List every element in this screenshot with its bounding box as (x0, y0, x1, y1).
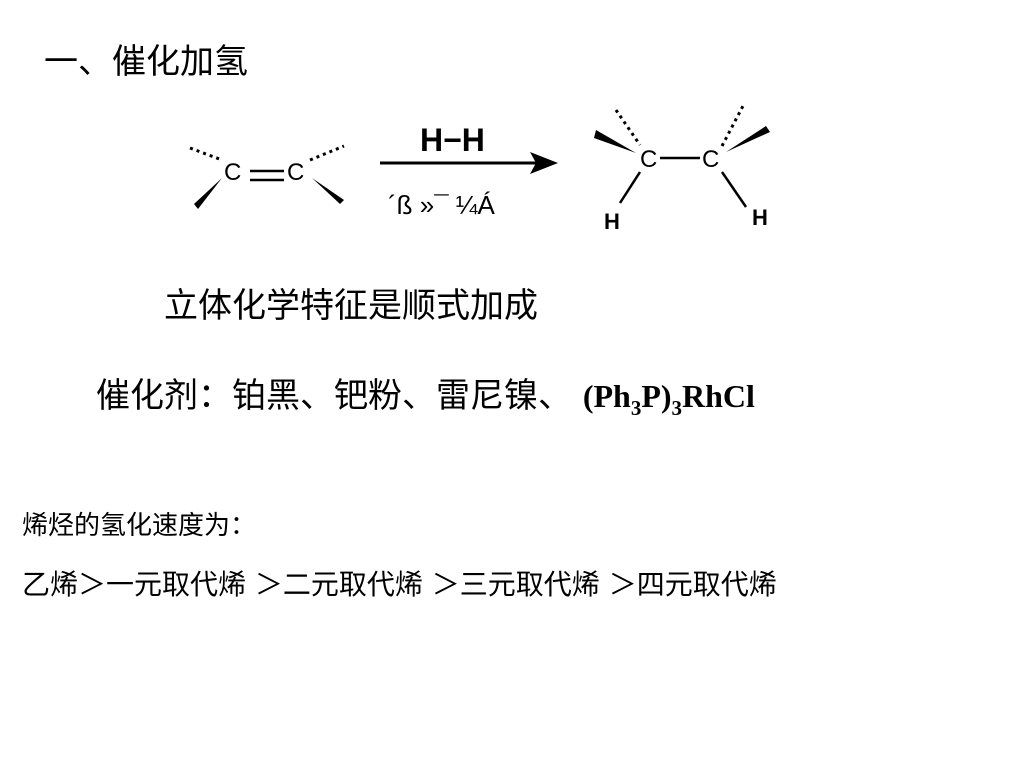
condition-label: ´ß »¯ ¼Á (388, 190, 495, 220)
reaction-arrow (380, 152, 558, 174)
formula-part: RhCl (682, 378, 755, 414)
wedge-bond (194, 178, 222, 209)
section-heading: 一、催化加氢 (44, 42, 248, 82)
stereochemistry-note: 立体化学特征是顺式加成 (164, 286, 538, 326)
rate-order: 乙烯＞一元取代烯 ＞二元取代烯 ＞三元取代烯 ＞四元取代烯 (22, 568, 777, 601)
alkene-atom-right: C (287, 159, 304, 186)
reagent-label: H−H (420, 122, 485, 158)
hashed-bond (614, 109, 642, 146)
bond-to-h-right (720, 171, 748, 208)
formula-part: (Ph (582, 378, 631, 414)
formula-part: P) (641, 378, 672, 414)
catalyst-line: 催化剂：铂黑、钯粉、雷尼镍、 (Ph3P)3RhCl (96, 368, 755, 419)
product-h-right: H (752, 205, 768, 230)
product-atom-right: C (702, 146, 719, 173)
bond-to-h-left (618, 171, 642, 204)
hashed-bond (309, 144, 345, 162)
rate-title: 烯烃的氢化速度为： (22, 511, 257, 541)
formula-subscript: 3 (671, 396, 683, 420)
hashed-bond (720, 103, 746, 147)
catalyst-formula: (Ph3P)3RhCl (582, 378, 755, 419)
product-atom-left: C (640, 146, 657, 173)
catalyst-label: 催化剂：铂黑、钯粉、雷尼镍、 (96, 376, 583, 416)
hashed-bond (189, 146, 223, 162)
reaction-scheme: C C H−H ´ß »¯ ¼Á C C H H (189, 103, 770, 234)
product-h-left: H (604, 209, 620, 234)
formula-subscript: 3 (630, 396, 642, 420)
alkene-atom-left: C (224, 159, 241, 186)
wedge-bond (312, 178, 344, 204)
alkene-structure: C C (189, 144, 345, 209)
wedge-bond (726, 126, 770, 152)
wedge-bond (594, 130, 636, 153)
alkane-structure: C C H H (594, 103, 770, 234)
